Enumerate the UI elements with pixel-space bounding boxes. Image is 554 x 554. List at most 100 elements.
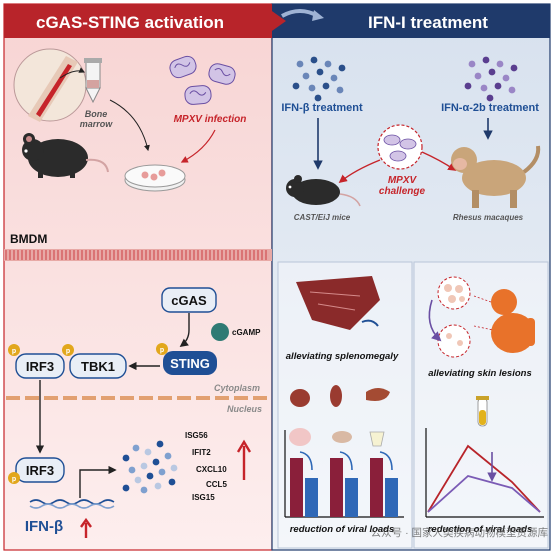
ifnb-treatment-label: IFN-β treatment [281,102,363,114]
tube-icon [84,58,102,104]
black-mouse-icon [286,175,361,207]
ifna-dot [496,60,504,68]
isg-item: IFIT2 [192,448,211,457]
reduction-arrow-icon [299,451,313,471]
bone-to-tube-arrow [59,67,86,79]
ifnb-dot [322,82,330,90]
ifna-dot [508,86,516,94]
isg-dot [140,486,148,494]
treated-bar [305,478,318,517]
untreated-bar [370,458,383,517]
ifna-dot [480,84,488,92]
irf3-box [15,353,65,379]
isg-dot [128,466,136,474]
isg-dot [132,444,140,452]
cgamp-label: cGAMP [232,328,261,337]
cgas-to-sting-arrow [179,313,190,348]
cgamp-icon [211,323,229,341]
isg-dot [154,482,162,490]
mice-viral-load-chart [284,430,404,518]
ifnb-dot [310,56,318,64]
ifna-dot [494,82,502,90]
untreated-bar [330,458,343,517]
tbk1-phospho-icon [62,344,74,356]
treated-bar [385,478,398,517]
reduction-arrow-icon [339,451,353,471]
isg-list: ISG56 IFIT2 CXCL10 CCL5 ISG15 [185,431,227,502]
isg-dot [144,448,152,456]
left-title: cGAS-STING activation [36,13,224,32]
right-title: IFN-I treatment [368,13,488,32]
ifnb-dot [296,60,304,68]
infection-to-dish-arrow [180,129,216,163]
isg-dot [152,458,160,466]
irf3-phospho-label: p [12,348,16,355]
isg-dot [122,454,130,462]
mouse-icon [22,133,109,178]
spleen-vessels [309,291,361,311]
isg-dot [156,440,164,448]
sting-label: STING [170,356,210,371]
infection-label: MPXV infection [174,114,247,125]
isg-dot [140,462,148,470]
isg-item: ISG56 [185,431,208,440]
challenge-to-macaque-arrow [421,151,457,171]
ifnb-dot [308,84,316,92]
ifnb-dot [336,86,344,94]
irf3-nuclear-label: IRF3 [26,463,54,478]
macaque-viral-load-chart [425,428,544,518]
isg-dot [146,472,154,480]
isg-item: CCL5 [206,480,227,489]
macaque-icon [451,145,541,208]
dna-strand-2 [29,503,115,509]
challenge-to-mice-arrow [338,159,381,184]
bmdm-label: BMDM [10,232,47,246]
ifnb-up-arrow-icon [80,517,92,538]
irf3-nuclear-box [15,457,65,483]
tbk1-box [69,353,127,379]
isg-item: ISG15 [192,493,215,502]
irf3-nuclear-phospho-icon [8,472,20,484]
untreated-viral-load-line [427,444,541,513]
transition-arrowhead-icon [312,10,324,21]
ifnb-dot [314,94,322,102]
ifna-dot [502,74,510,82]
treated-viral-load-line [427,475,541,513]
ifnb-dot [316,68,324,76]
mice-label: CAST/EiJ mice [294,213,351,222]
ifna-treatment-label: IFN-α-2b treatment [441,102,539,114]
spleen-scissor-icon [361,319,379,327]
isg-dot [170,464,178,472]
ifna-dot [482,56,490,64]
ifnb-dot [338,64,346,72]
splenomegaly-label: alleviating splenomegaly [286,351,399,362]
nucleus-label: Nucleus [227,404,262,414]
ifnb-dot [324,60,332,68]
test-tube-icon [476,396,489,427]
challenge-virus-icon [377,124,423,170]
mpxv-virus-icons [169,55,236,105]
isg-dot [134,476,142,484]
ifna-dot [474,72,482,80]
isg-dot [158,468,166,476]
sting-phospho-label: p [160,347,164,354]
irf3-label: IRF3 [26,359,54,374]
watermark-text: 公众号 · 国家人类疾病动物模型资源库 [371,526,548,539]
viral-loads-right-label: reduction of viral loads [428,524,533,535]
ifnb-dot [330,74,338,82]
reduction-arrow-icon [379,451,393,471]
cgas-box [161,287,217,313]
skin-lesion-icons [428,276,471,358]
ifna-dot [468,60,476,68]
membrane-pattern [5,250,267,260]
bone-marrow-label-1: Bone [85,109,108,119]
isg-dot [168,478,176,486]
spleen-icon [296,276,380,330]
sting-box [163,351,217,375]
header-chevron [262,4,286,38]
challenge-label-2: challenge [379,186,426,197]
transcription-arrow [79,465,117,498]
ifna-dot [488,68,496,76]
